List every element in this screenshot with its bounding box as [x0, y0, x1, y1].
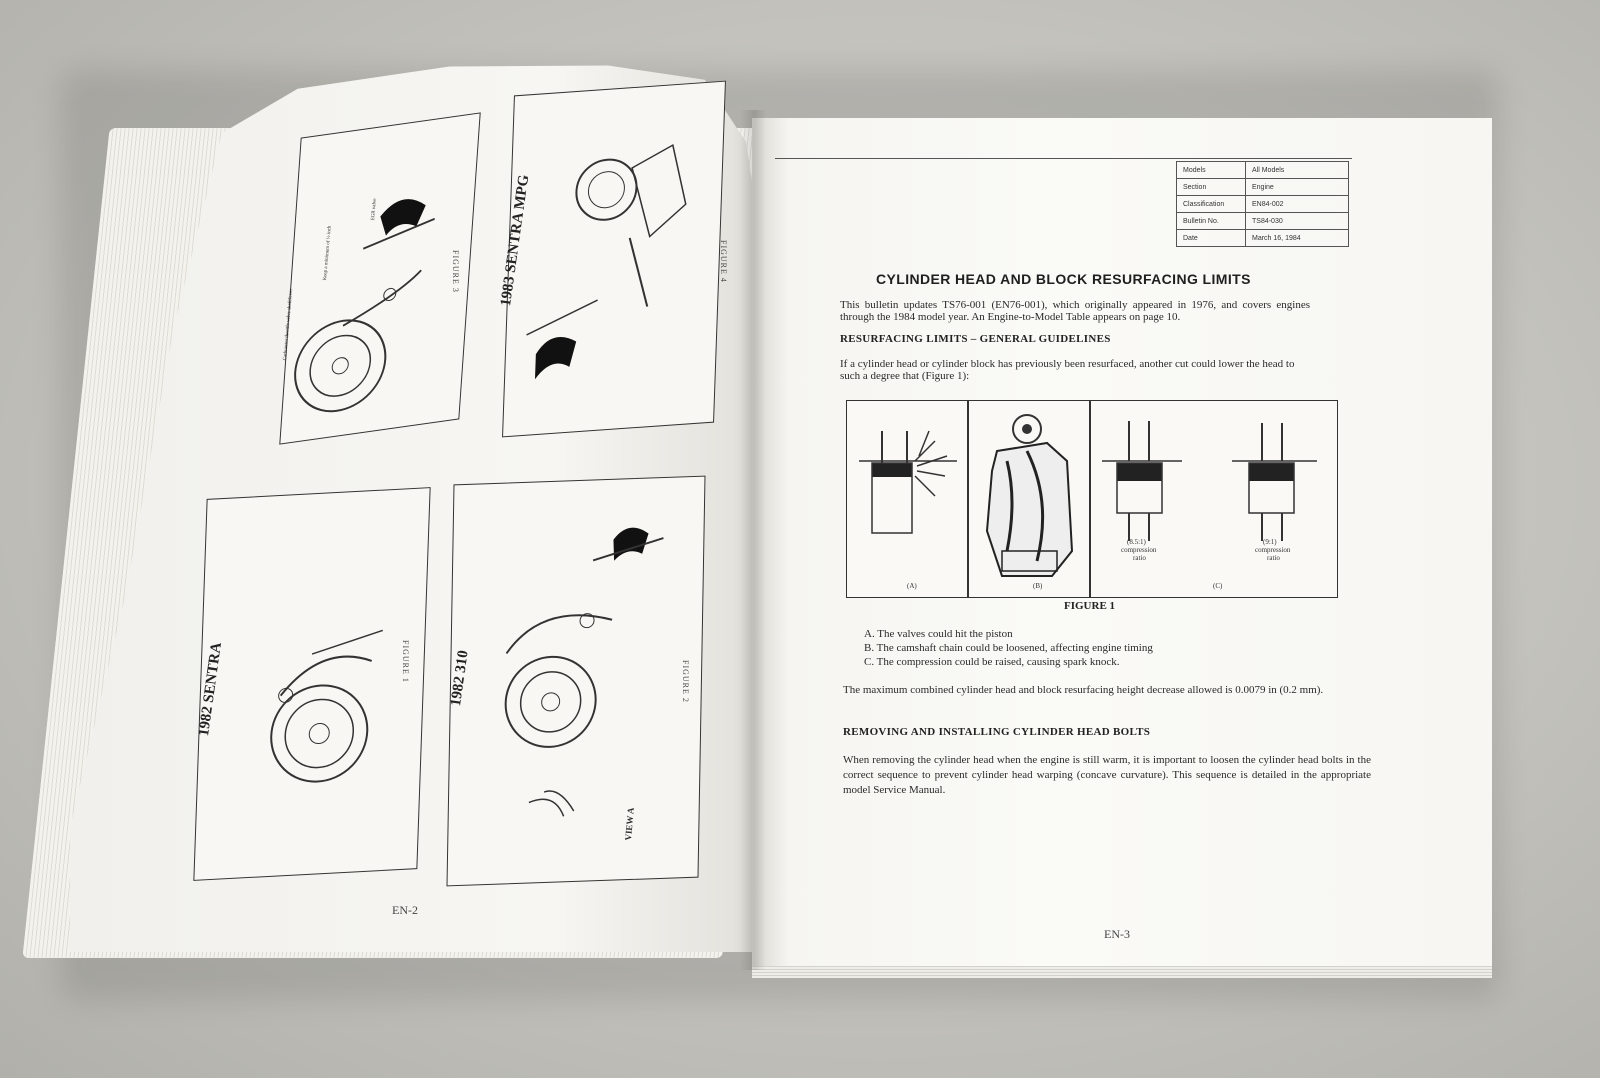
- figure-1-label: FIGURE 1: [1064, 600, 1116, 612]
- info-key: Section: [1176, 178, 1246, 196]
- header-rule: [775, 158, 1352, 159]
- ratio-right-word2: ratio: [1267, 554, 1280, 562]
- right-page-number: EN-3: [1104, 927, 1130, 941]
- ratio-right-word: compression: [1255, 546, 1291, 554]
- figure-1-diagram: (A) (B) (C) (8.5:1) compression ratio (9…: [846, 400, 1338, 598]
- info-value: Engine: [1245, 178, 1349, 196]
- section1-text: If a cylinder head or cylinder block has…: [840, 358, 1295, 382]
- figure-3-label-3: EGR valve: [370, 198, 378, 221]
- info-value: March 16, 1984: [1245, 229, 1349, 247]
- ratio-left-word2: ratio: [1133, 554, 1146, 562]
- panel-a-label: (A): [907, 582, 917, 590]
- info-key: Models: [1176, 161, 1246, 179]
- figure-4-caption: FIGURE 4: [719, 240, 728, 283]
- ratio-right-value: (9:1): [1263, 538, 1277, 546]
- section2-heading: REMOVING AND INSTALLING CYLINDER HEAD BO…: [843, 726, 1151, 738]
- info-value: TS84-030: [1245, 212, 1349, 230]
- section1-heading: RESURFACING LIMITS – GENERAL GUIDELINES: [840, 333, 1111, 345]
- info-key: Date: [1176, 229, 1246, 247]
- info-value: EN84-002: [1245, 195, 1349, 213]
- left-page-number: EN-2: [392, 903, 418, 917]
- book-gutter: [740, 110, 766, 970]
- figure-2-frame: [446, 475, 706, 887]
- max-resurfacing-text: The maximum combined cylinder head and b…: [843, 684, 1324, 696]
- figure-1-caption: FIGURE 1: [401, 640, 410, 683]
- section2-text: When removing the cylinder head when the…: [843, 754, 1371, 796]
- ratio-left-word: compression: [1121, 546, 1157, 554]
- list-item: C. The compression could be raised, caus…: [864, 656, 1120, 668]
- figure-1-frame: [193, 487, 431, 881]
- effects-list: A. The valves could hit the piston B. Th…: [864, 627, 1153, 669]
- panel-b-label: (B): [1033, 582, 1043, 590]
- info-value: All Models: [1245, 161, 1349, 179]
- list-item: B. The camshaft chain could be loosened,…: [864, 642, 1153, 654]
- figure-3-illustration: [294, 199, 435, 413]
- figure-3-caption: FIGURE 3: [451, 250, 460, 293]
- document-title: CYLINDER HEAD AND BLOCK RESURFACING LIMI…: [876, 271, 1251, 287]
- figure-4-illustration: [526, 144, 687, 380]
- right-page-edge: [752, 966, 1492, 978]
- list-item: A. The valves could hit the piston: [864, 628, 1013, 640]
- intro-paragraph: This bulletin updates TS76-001 (EN76-001…: [840, 299, 1310, 323]
- info-key: Classification: [1176, 195, 1246, 213]
- panel-c-label: (C): [1213, 582, 1223, 590]
- figure-1-illustration: [270, 629, 383, 783]
- figure-2-caption: FIGURE 2: [681, 660, 690, 703]
- figure-1-drawing: [859, 414, 1317, 577]
- info-key: Bulletin No.: [1176, 212, 1246, 230]
- info-row: Bulletin No.TS84-030: [1176, 212, 1349, 230]
- figure-3-frame: [279, 112, 481, 445]
- figure-4-frame: [502, 80, 726, 438]
- ratio-left-value: (8.5:1): [1127, 538, 1146, 546]
- figure-2-illustration: [504, 527, 664, 817]
